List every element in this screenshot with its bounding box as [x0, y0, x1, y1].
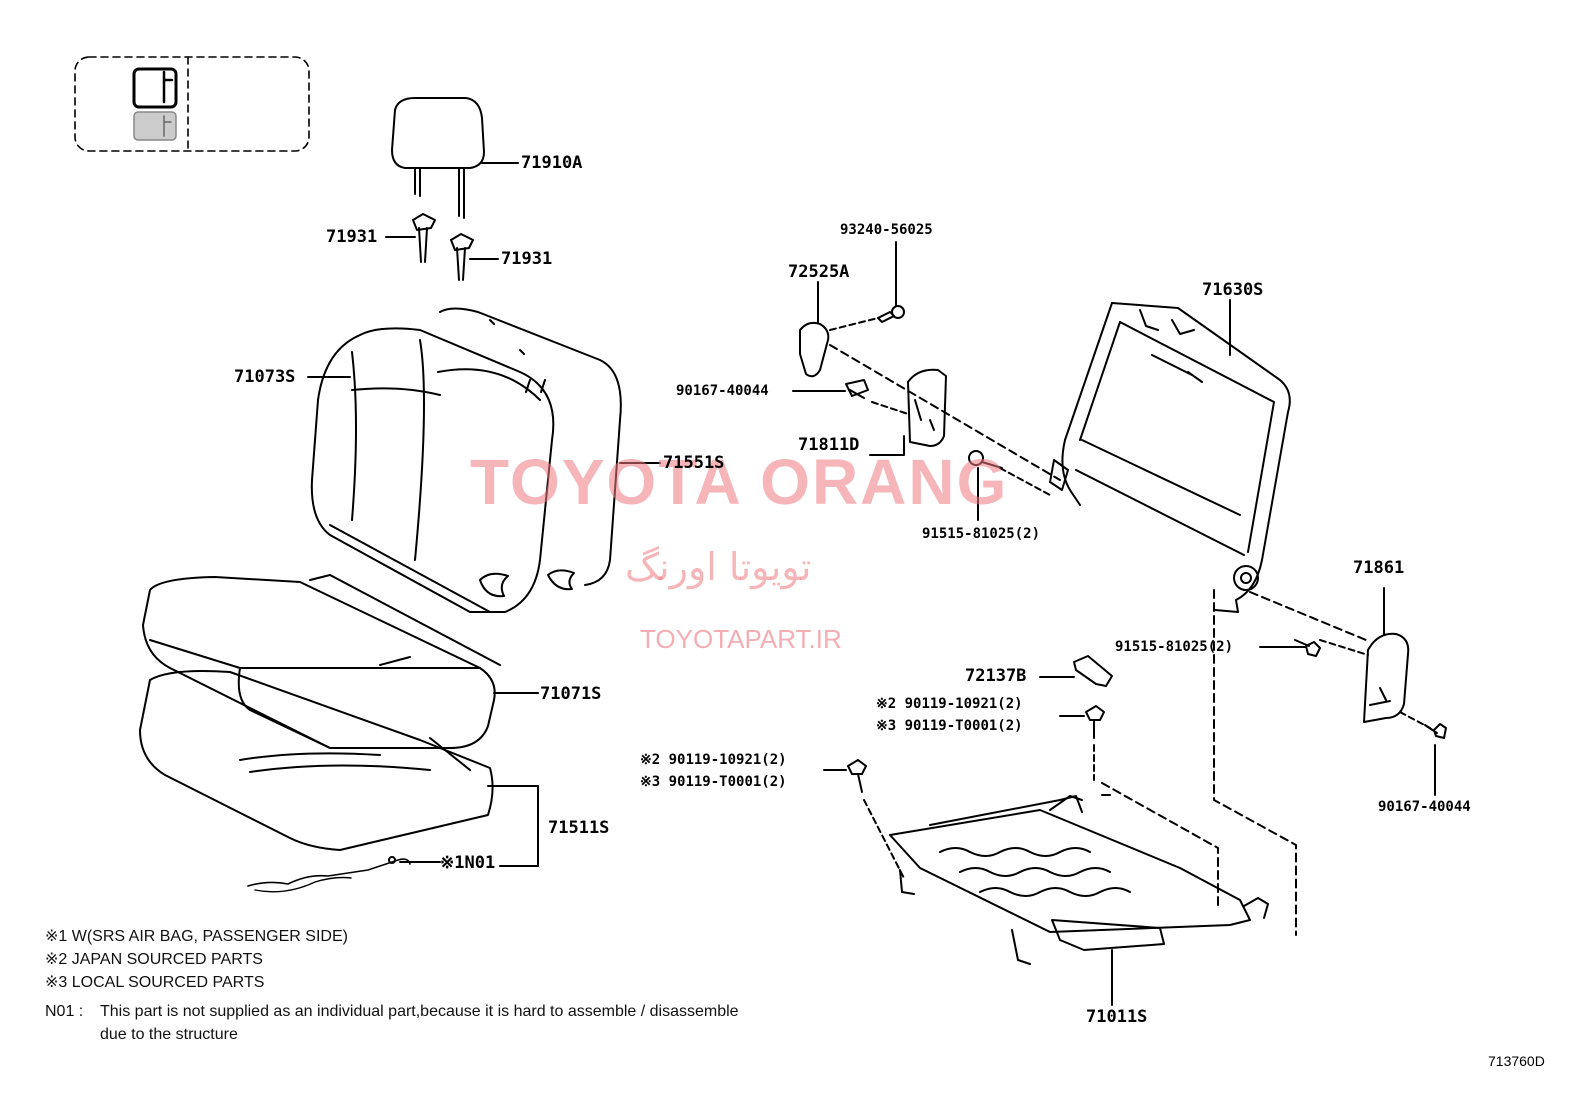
wire-harness-art — [247, 856, 441, 893]
label-cover-right: 71861 — [1353, 558, 1405, 578]
clip-art — [1039, 655, 1113, 687]
back-frame-art — [1049, 299, 1291, 613]
bolt-a-art — [1059, 705, 1105, 781]
note-1: ※1 W(SRS AIR BAG, PASSENGER SIDE) — [45, 928, 348, 945]
label-bolt-right: 91515-81025(2) — [1115, 639, 1234, 655]
label-hinge-cover: 72525A — [788, 262, 850, 282]
cushion-frame-art — [889, 589, 1297, 1006]
watermark-url: TOYOTAPART.IR — [640, 624, 842, 654]
hinge-cover-art — [799, 241, 905, 378]
label-bolt-b-1: ※2 90119-10921(2) — [640, 752, 787, 768]
label-clip: 72137B — [965, 666, 1027, 686]
label-headrest: 71910A — [521, 153, 583, 173]
watermark-title: TOYOTA ORANG — [470, 446, 1009, 518]
label-cushion-pad: 71511S — [548, 818, 610, 838]
label-support-left: 71931 — [326, 227, 378, 247]
label-cushion-frame: 71011S — [1086, 1007, 1148, 1027]
label-bolt-b-2: ※3 90119-T0001(2) — [640, 774, 787, 790]
label-back-frame: 71630S — [1202, 280, 1264, 300]
label-screw-top: 93240-56025 — [840, 222, 933, 238]
watermark-persian: تویوتا اورنگ — [625, 545, 812, 589]
label-bolt-a-1: ※2 90119-10921(2) — [876, 696, 1023, 712]
label-bolt-mid: 91515-81025(2) — [922, 526, 1041, 542]
seat-back-art — [307, 307, 661, 613]
note-3: ※3 LOCAL SOURCED PARTS — [45, 974, 265, 991]
note-n01-line1: This part is not supplied as an individu… — [100, 1003, 739, 1020]
headrest-supports-art — [385, 213, 499, 281]
bolt-b-art — [823, 759, 906, 881]
headrest-art — [391, 97, 519, 219]
label-cushion-cover: 71071S — [540, 684, 602, 704]
label-screw-left: 90167-40044 — [676, 383, 769, 399]
right-cover-art — [1249, 587, 1447, 796]
label-back-cover: 71073S — [234, 367, 296, 387]
label-back-pad: 71551S — [663, 453, 725, 473]
cushion-cover-art — [142, 574, 539, 749]
diagram-code: 713760D — [1488, 1053, 1545, 1069]
bolt-mid-art — [968, 450, 1051, 521]
label-shield-left: 71811D — [798, 435, 860, 455]
label-screw-right: 90167-40044 — [1378, 799, 1471, 815]
cushion-pad-art — [139, 670, 539, 867]
label-support-right: 71931 — [501, 249, 553, 269]
shield-art — [792, 344, 1061, 481]
seat-position-icon — [74, 56, 310, 152]
label-wire: ※1N01 — [440, 853, 496, 873]
note-2: ※2 JAPAN SOURCED PARTS — [45, 951, 263, 968]
note-n01-line2: due to the structure — [100, 1026, 238, 1043]
label-bolt-a-2: ※3 90119-T0001(2) — [876, 718, 1023, 734]
note-n01-label: N01 : — [45, 1003, 84, 1020]
